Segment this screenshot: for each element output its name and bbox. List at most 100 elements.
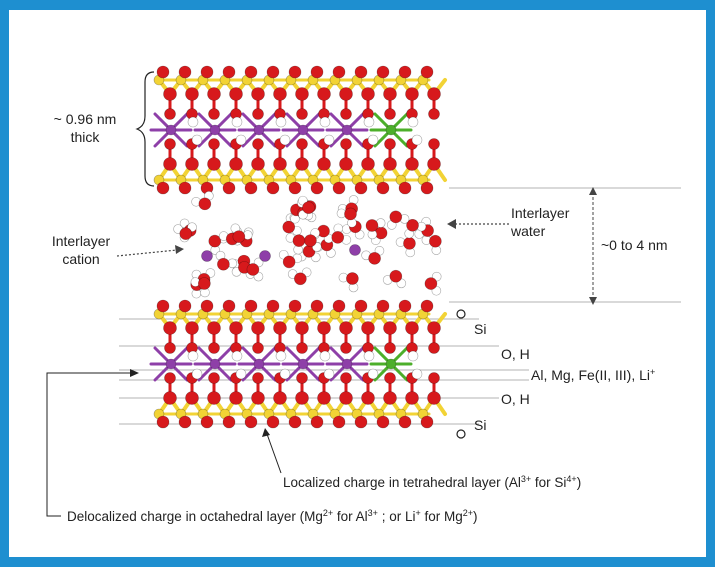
o-atom: [403, 237, 416, 250]
o-atom: [229, 391, 243, 405]
o-atom: [156, 415, 170, 429]
o-atom: [273, 157, 287, 171]
h-atom: [367, 368, 379, 380]
o-atom: [296, 138, 308, 150]
cation-label-2: cation: [62, 251, 99, 267]
o-atom: [207, 391, 221, 405]
o-atom: [229, 87, 243, 101]
water-molecule: [361, 245, 385, 265]
o-atom: [420, 65, 434, 79]
o-atom: [389, 269, 403, 283]
o-atom: [266, 181, 280, 195]
o-atom: [427, 391, 441, 405]
o-atom: [384, 372, 396, 384]
octahedral-label: Al, Mg, Fe(II, III), Li+: [531, 367, 655, 383]
o-atom: [232, 230, 246, 243]
o-atom: [317, 87, 331, 101]
h-atom: [279, 134, 291, 146]
water-molecule: [386, 210, 410, 230]
o-atom: [229, 321, 243, 335]
octahedral-cation: [165, 358, 177, 370]
water-molecule: [173, 222, 197, 240]
o-atom: [398, 415, 412, 429]
o-atom: [163, 321, 177, 335]
o-atom: [420, 181, 434, 195]
o-atom: [339, 87, 353, 101]
o-atom: [222, 65, 236, 79]
o-atom: [383, 391, 397, 405]
h-atom: [319, 116, 331, 128]
si-marker-bottom: [456, 429, 466, 439]
o-atom: [156, 181, 170, 195]
o-atom: [428, 372, 440, 384]
water-label-1: Interlayer: [511, 205, 570, 221]
o-atom: [207, 321, 221, 335]
water-molecule: [298, 195, 315, 220]
o-atom: [429, 234, 442, 248]
thickness-label-1: ~ 0.96 nm: [54, 111, 117, 127]
octahedral-cation: [253, 358, 265, 370]
o-atom: [185, 157, 199, 171]
interlayer-water-molecules: [173, 190, 442, 299]
o-atom: [310, 181, 324, 195]
o-atom: [340, 138, 352, 150]
o-atom: [405, 391, 419, 405]
o-atom: [178, 415, 192, 429]
o-atom: [266, 299, 280, 313]
h-atom: [411, 134, 423, 146]
octahedral-cation: [297, 358, 309, 370]
water-pointer-head: [447, 219, 456, 229]
h-atom: [231, 350, 243, 362]
o-atom: [296, 108, 308, 120]
o-atom: [384, 342, 396, 354]
clay-structure-diagram: ~ 0.96 nm thick Interlayer cation Interl…: [46, 65, 681, 524]
o-atom: [288, 65, 302, 79]
localized-charge-label: Localized charge in tetrahedral layer (A…: [283, 474, 581, 490]
o-atom: [266, 415, 280, 429]
o-atom: [424, 277, 438, 290]
o-atom: [361, 87, 375, 101]
o-atom: [156, 65, 170, 79]
o-atom: [252, 342, 264, 354]
h-atom: [191, 368, 203, 380]
thickness-label-2: thick: [71, 129, 101, 145]
o-atom: [163, 157, 177, 171]
water-molecule: [382, 269, 407, 289]
o-atom: [282, 220, 296, 234]
h-atom: [319, 350, 331, 362]
o-atom: [340, 342, 352, 354]
o-atom: [354, 65, 368, 79]
localized-pointer-line: [266, 433, 282, 474]
o-atom: [164, 138, 176, 150]
o-atom: [310, 65, 324, 79]
interlayer-cation-atom: [349, 244, 361, 256]
o-atom: [252, 108, 264, 120]
si-label-bottom: Si: [474, 417, 486, 433]
o-atom: [282, 255, 296, 269]
h-atom: [235, 134, 247, 146]
water-molecule: [278, 249, 303, 269]
o-atom: [288, 181, 302, 195]
h-atom: [231, 116, 243, 128]
spacing-arrow-head-bottom: [589, 297, 597, 305]
interlayer-cation-atom: [201, 250, 213, 262]
o-atom: [208, 138, 220, 150]
o-atom: [179, 227, 193, 240]
o-atom: [294, 272, 307, 286]
o-atom: [428, 108, 440, 120]
h-atom: [367, 134, 379, 146]
o-atom: [251, 321, 265, 335]
o-atom: [296, 342, 308, 354]
h-atom: [235, 368, 247, 380]
o-atom: [339, 321, 353, 335]
thickness-brace: [135, 71, 155, 187]
o-atom: [384, 138, 396, 150]
o-atom: [406, 218, 419, 232]
o-atom: [273, 321, 287, 335]
o-atom: [344, 207, 357, 221]
spacing-label: ~0 to 4 nm: [601, 237, 668, 253]
o-atom: [288, 299, 302, 313]
o-atom: [339, 391, 353, 405]
o-atom: [207, 157, 221, 171]
o-atom: [332, 65, 346, 79]
